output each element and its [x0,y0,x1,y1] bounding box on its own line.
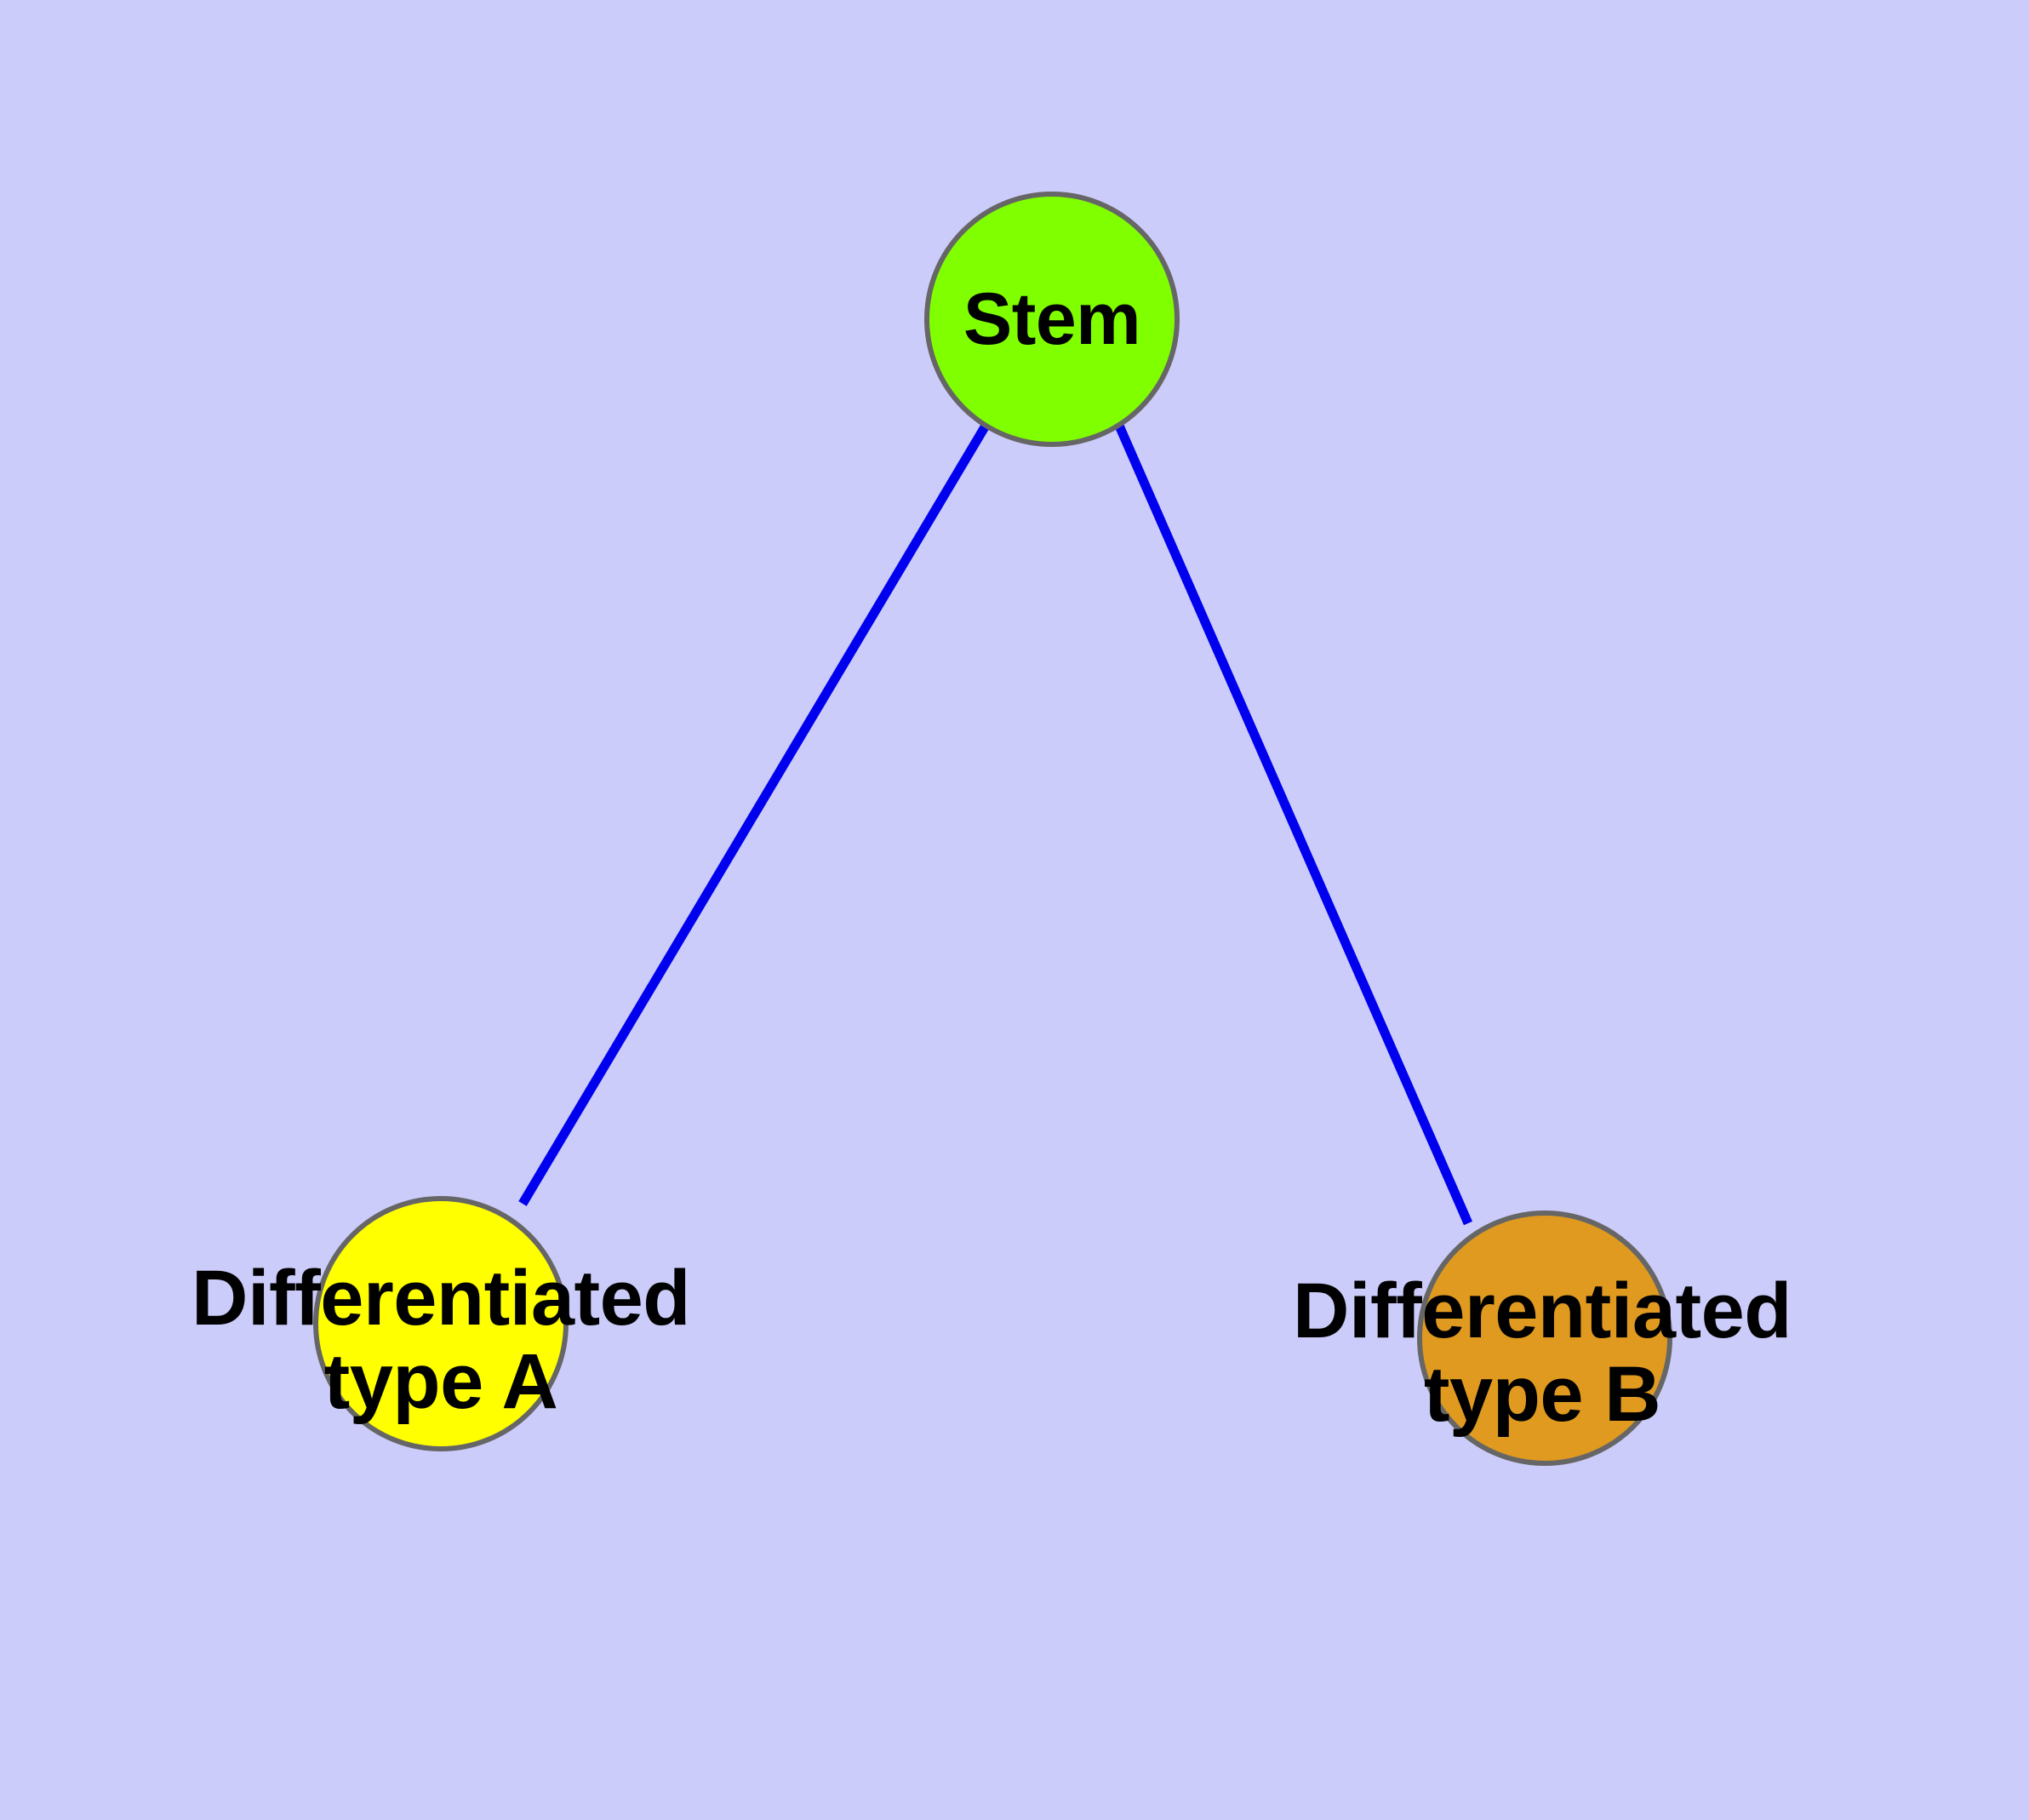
node-differentiated-type-a[interactable] [313,1196,569,1451]
node-stem[interactable] [924,192,1180,447]
edge-stem-to-diff-b[interactable] [1114,423,1473,1226]
edge-stem-to-diff-a[interactable] [518,423,990,1206]
edge-layer [518,423,1473,1226]
node-layer [313,192,1672,1466]
node-differentiated-type-b[interactable] [1417,1210,1672,1466]
